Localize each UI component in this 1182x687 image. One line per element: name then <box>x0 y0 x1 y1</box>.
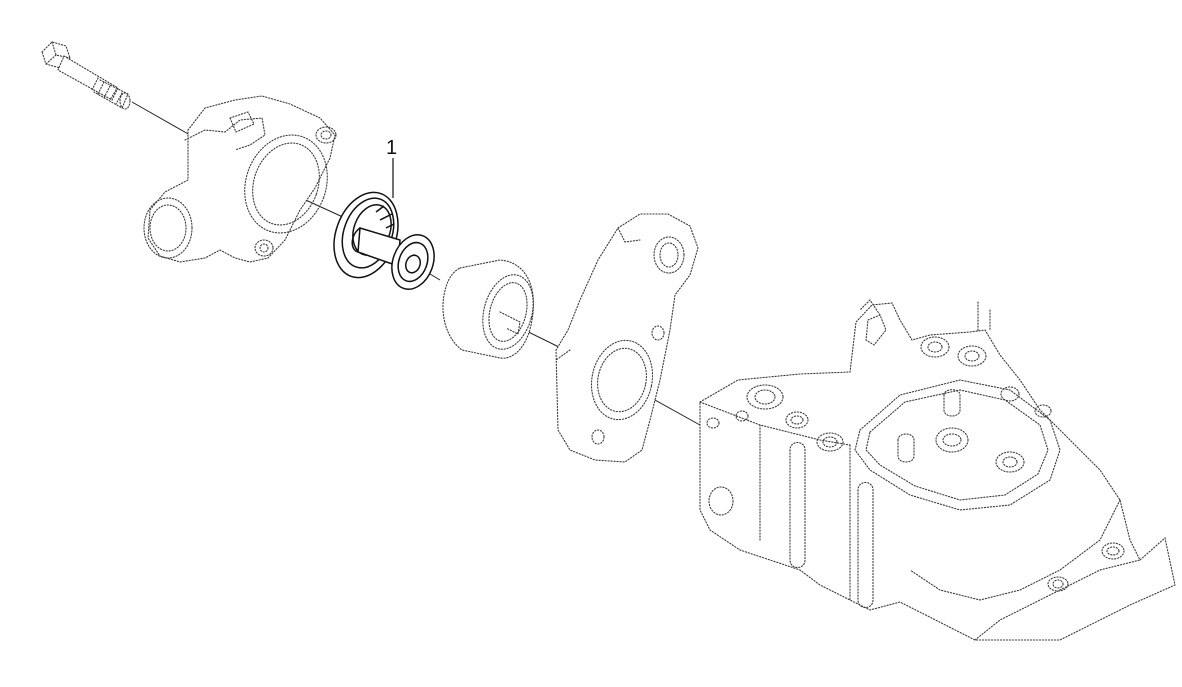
mounting-flange <box>555 213 699 463</box>
callout-1: 1 <box>386 137 397 198</box>
thermostat-housing <box>143 95 337 263</box>
bolt <box>41 41 131 110</box>
callout-label-1: 1 <box>386 137 397 159</box>
thermostat <box>333 191 435 290</box>
cylinder-head <box>699 299 1176 641</box>
gasket-ring <box>442 259 534 359</box>
